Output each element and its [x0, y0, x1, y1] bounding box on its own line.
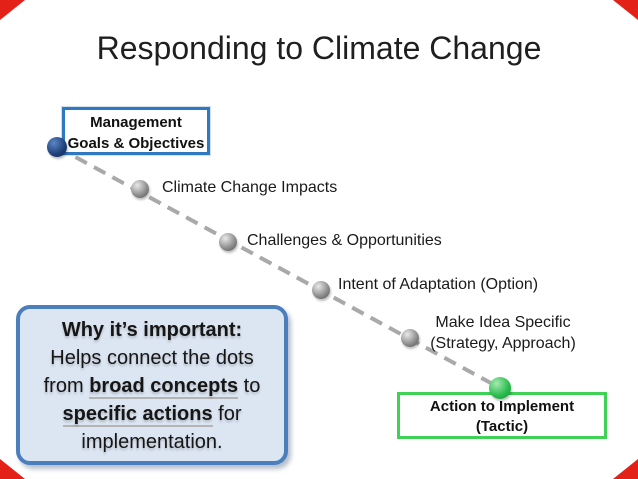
- callout-line3-post: to: [238, 375, 261, 397]
- step-node-dot-icon: [219, 233, 237, 251]
- callout-line4-post: for: [212, 403, 242, 425]
- callout-line2: Helps connect the dots: [50, 347, 254, 369]
- start-node-dot-icon: [47, 137, 67, 157]
- action-to-implement-line2: (Tactic): [475, 418, 529, 435]
- action-to-implement-box: Action to Implement (Tactic): [397, 392, 607, 439]
- corner-marker-top-left-icon: [0, 0, 25, 20]
- callout-line4: specific actions for: [20, 400, 284, 428]
- management-goals-box: Management Goals & Objectives: [62, 107, 210, 155]
- corner-marker-top-right-icon: [613, 0, 638, 20]
- callout-line3-pre: from: [43, 375, 90, 397]
- slide-title: Responding to Climate Change: [96, 30, 542, 66]
- callout-line3: from broad concepts to: [20, 372, 284, 400]
- management-goals-line1: Management: [90, 114, 182, 131]
- step-label-challenges-opportunities: Challenges & Opportunities: [247, 232, 442, 249]
- make-idea-specific-line2: (Strategy, Approach): [430, 335, 576, 352]
- step-label-make-idea-specific: Make Idea Specific (Strategy, Approach): [420, 312, 586, 354]
- corner-marker-bottom-left-icon: [0, 459, 25, 479]
- action-to-implement-line1: Action to Implement: [429, 398, 575, 415]
- callout-line4-bold: specific actions: [62, 403, 213, 427]
- step-label-climate-change-impacts: Climate Change Impacts: [162, 179, 338, 196]
- make-idea-specific-line1: Make Idea Specific: [435, 314, 571, 331]
- step-node-dot-icon: [312, 281, 330, 299]
- callout-line5: implementation.: [81, 431, 223, 453]
- end-node-dot-icon: [489, 377, 511, 399]
- corner-marker-bottom-right-icon: [613, 459, 638, 479]
- step-node-dot-icon: [401, 329, 419, 347]
- step-node-dot-icon: [131, 180, 149, 198]
- callout-heading: Why it’s important:: [61, 319, 243, 341]
- callout-line3-bold: broad concepts: [89, 375, 239, 399]
- step-label-intent-of-adaptation: Intent of Adaptation (Option): [338, 276, 539, 293]
- management-goals-line2: Goals & Objectives: [67, 135, 205, 152]
- why-important-callout: Why it’s important: Helps connect the do…: [16, 305, 288, 465]
